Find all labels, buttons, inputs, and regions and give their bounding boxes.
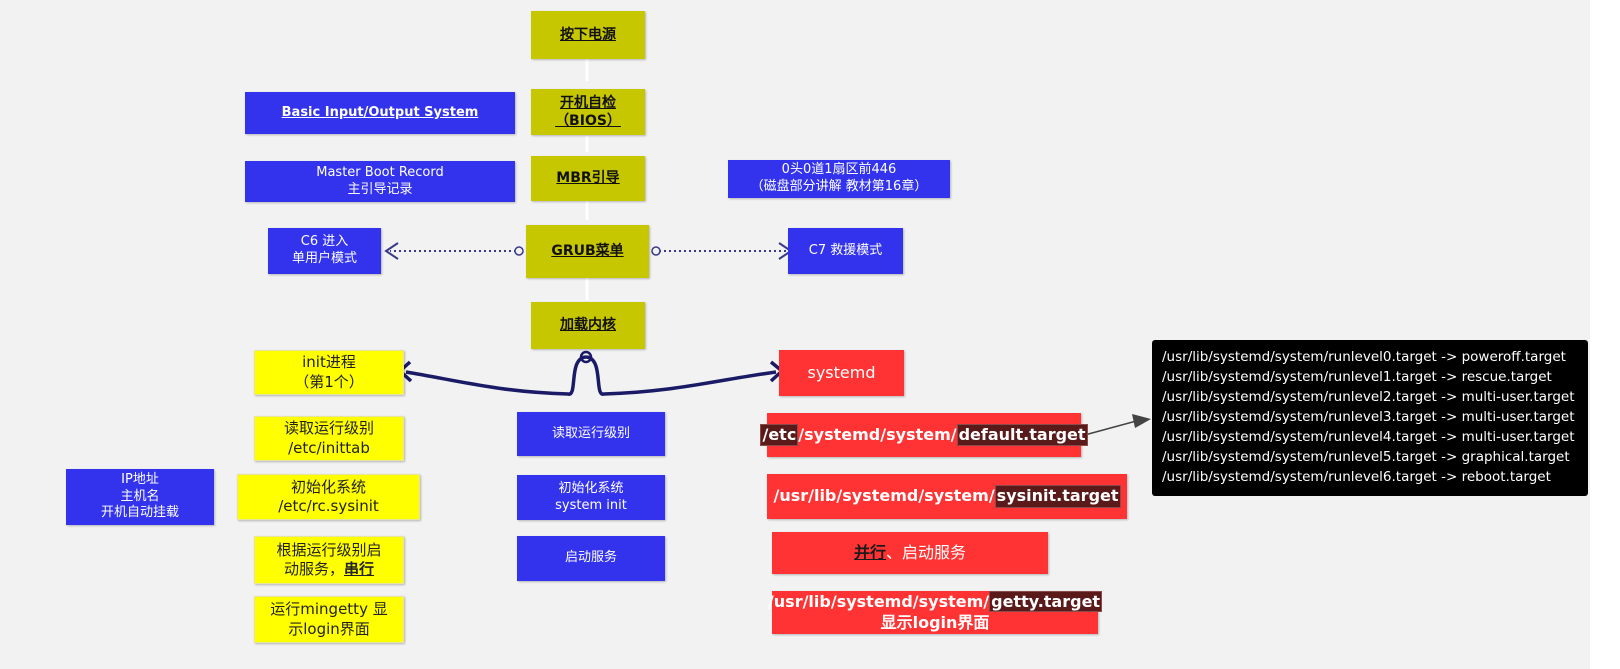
mingetty-box: 运行mingetty 显示login界面 (254, 596, 404, 643)
rc-sysinit-box: 初始化系统/etc/rc.sysinit (237, 474, 420, 520)
default-target-arrow (1080, 419, 1141, 437)
read-inittab-box: 读取运行级别/etc/inittab (254, 416, 404, 461)
split-junction (579, 350, 593, 364)
runlevel-line: /usr/lib/systemd/system/runlevel1.target… (1162, 369, 1552, 385)
c6-arrowhead (384, 242, 399, 260)
runlevel-line: /usr/lib/systemd/system/runlevel2.target… (1162, 389, 1575, 405)
default-target-arrowhead (1132, 414, 1151, 428)
post-bios-box: 开机自检（BIOS） (531, 89, 645, 135)
getty-target-box: /usr/lib/systemd/system/getty.target 显示l… (768, 590, 1103, 634)
c6-single-user-box: C6 进入单用户模式 (268, 228, 381, 274)
c7-rescue-box: C7 救援模式 (788, 228, 903, 274)
kernel-to-init-arrow (405, 355, 587, 396)
load-kernel-box: 加载内核 (531, 302, 645, 349)
start-services-box: 启动服务 (517, 536, 665, 581)
parallel-services-box: 并行、启动服务 (772, 532, 1048, 574)
read-runlevel-box: 读取运行级别 (517, 412, 665, 456)
runlevel-line: /usr/lib/systemd/system/runlevel3.target… (1162, 409, 1575, 425)
power-on-box: 按下电源 (531, 11, 645, 59)
runlevel-line: /usr/lib/systemd/system/runlevel0.target… (1162, 349, 1566, 365)
disk-note: 0头0道1扇区前446（磁盘部分讲解 教材第16章） (728, 160, 950, 198)
c7-connector-dot (651, 246, 661, 256)
runlevel-line: /usr/lib/systemd/system/runlevel5.target… (1162, 449, 1570, 465)
c6-connector-dot (514, 246, 524, 256)
sysinit-target-box: /usr/lib/systemd/system/sysinit.target (767, 474, 1127, 519)
serial-services-box: 根据运行级别启 动服务，串行 (254, 536, 404, 584)
default-target-box: /etc/systemd/system/default.target (760, 413, 1088, 457)
runlevel-target-map: /usr/lib/systemd/system/runlevel0.target… (1152, 340, 1588, 496)
runlevel-line: /usr/lib/systemd/system/runlevel4.target… (1162, 429, 1575, 445)
bios-note: Basic Input/Output System (245, 92, 515, 134)
kernel-to-systemd-arrow (585, 355, 777, 396)
init-process-box: init进程（第1个） (254, 350, 404, 395)
grub-menu-box: GRUB菜单 (526, 225, 649, 278)
sysinit-tasks-note: IP地址主机名开机自动挂载 (66, 469, 214, 525)
runlevel-line: /usr/lib/systemd/system/runlevel6.target… (1162, 469, 1551, 485)
mbr-boot-box: MBR引导 (531, 156, 645, 201)
systemd-box: systemd (779, 350, 904, 396)
